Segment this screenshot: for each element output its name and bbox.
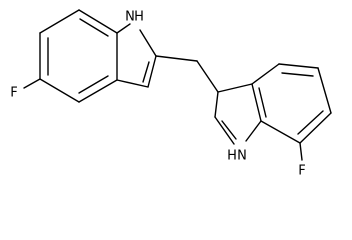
bond [281, 72, 314, 77]
bond [116, 79, 149, 88]
bond [251, 63, 280, 85]
bond [297, 110, 324, 135]
atom-label-nh-bottom: H [227, 149, 237, 164]
bond [251, 83, 262, 122]
bond [214, 116, 235, 145]
atom-label-nh-top: H [134, 10, 144, 25]
bond [142, 61, 150, 83]
bond [260, 120, 301, 144]
bond [245, 120, 262, 142]
bond [317, 67, 332, 114]
bond [299, 142, 303, 161]
atom-label-f-left: F [10, 86, 17, 101]
bond [116, 23, 131, 34]
methylene-bond [196, 60, 219, 93]
bond [23, 78, 41, 89]
bond [39, 78, 80, 103]
bond [139, 29, 157, 57]
atom-label-n-top: N [125, 10, 135, 25]
atom-label-f-bottom: F [298, 164, 305, 179]
bond [278, 63, 319, 69]
bond [217, 83, 253, 93]
atom-label-n-bottom: N [237, 149, 247, 164]
bond [221, 120, 237, 140]
bond [78, 9, 118, 34]
bond [79, 18, 109, 37]
bond [299, 112, 332, 144]
bond [214, 91, 219, 118]
indole-ring-top [23, 9, 157, 103]
bond [78, 79, 118, 103]
bond [147, 55, 157, 88]
methylene-bond [155, 55, 198, 62]
bond [39, 9, 80, 34]
indole-ring-bottom [214, 63, 332, 161]
bond [258, 87, 267, 118]
chemical-structure: H N F H N F [0, 0, 352, 190]
bond [78, 75, 109, 94]
background [0, 0, 352, 190]
